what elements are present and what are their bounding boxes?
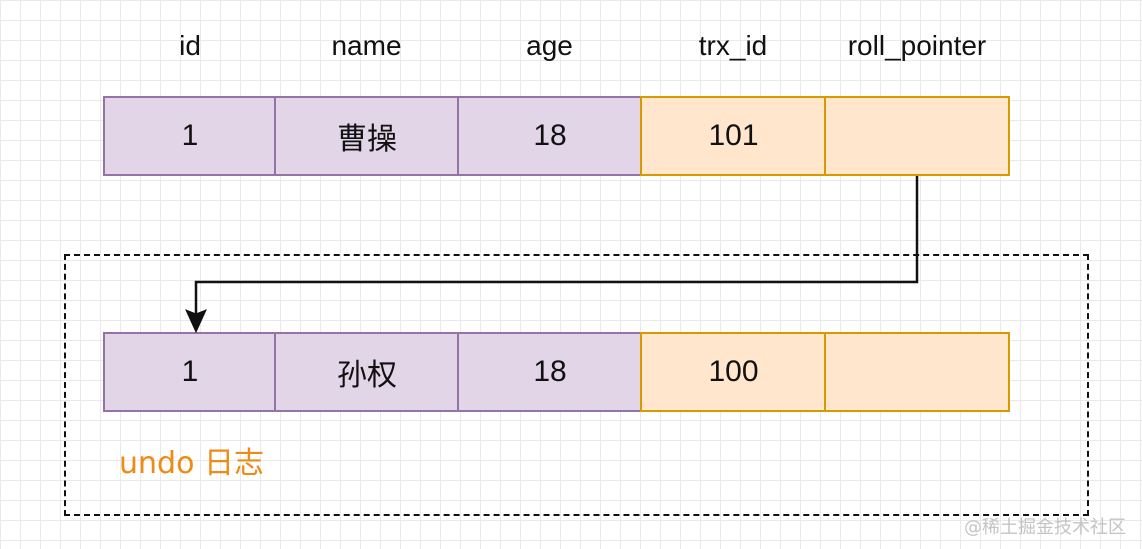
undo-log-box [64,254,1089,516]
roll-pointer-arrow-head [185,309,207,334]
current-id-cell: 1 [103,96,277,176]
undo-roll-pointer-cell [824,332,1010,412]
current-name-cell: 曹操 [274,96,460,176]
undo-name-cell: 孙权 [274,332,460,412]
roll-pointer-arrow-line [194,176,919,314]
undo-trx-id-cell: 100 [640,332,827,412]
header-id: id [179,30,201,61]
header-age: age [526,30,573,61]
watermark: @稀土掘金技术社区 [964,517,1126,538]
current-roll-pointer-cell [824,96,1010,176]
undo-log-label: undo 日志 [119,446,264,481]
undo-id-cell: 1 [103,332,277,412]
header-roll-pointer: roll_pointer [847,30,987,61]
header-trx-id: trx_id [698,30,768,61]
header-name: name [331,30,402,61]
